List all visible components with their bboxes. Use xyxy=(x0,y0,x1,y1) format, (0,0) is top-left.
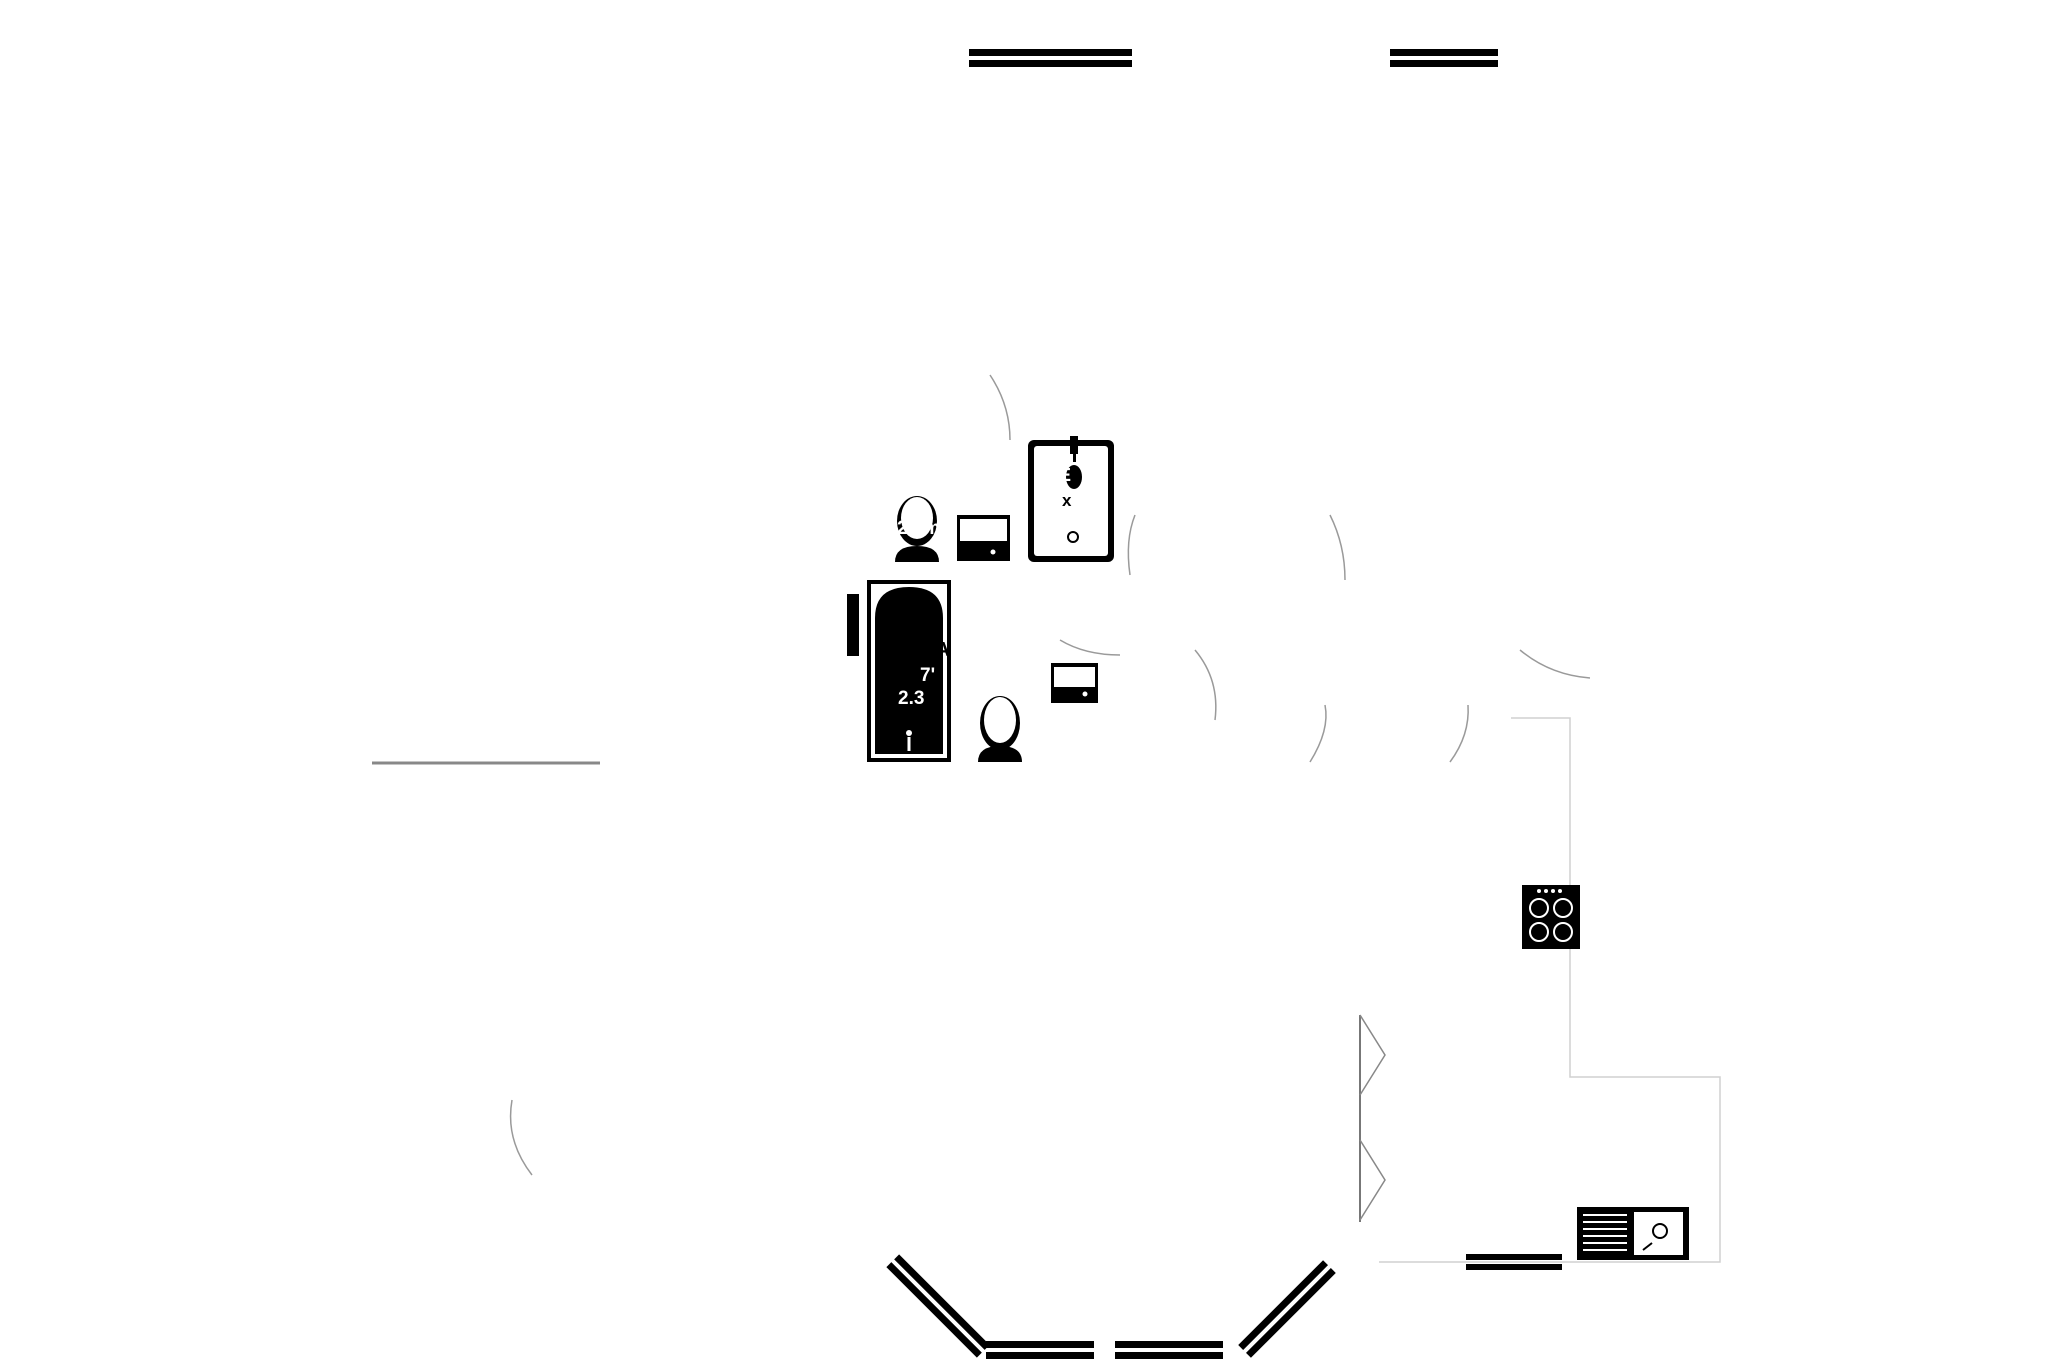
door-swings xyxy=(509,374,1591,1176)
room-label-ensuite: E xyxy=(1059,465,1071,485)
kitchen-folding-door-2 xyxy=(1359,1139,1386,1221)
door-arc-bedroom-d xyxy=(1519,649,1591,679)
window-top-left xyxy=(969,49,1132,67)
hob-burner xyxy=(1553,898,1573,918)
room-labels: BA 7' 2.3 E x 2.4m x 2.3 xyxy=(897,465,1072,709)
door-arc-bedroom-c xyxy=(1449,704,1469,763)
kitchen-worktop-outline xyxy=(1379,717,1721,1263)
door-arc-landing-left xyxy=(1127,514,1136,576)
door-arc-bedroom-a xyxy=(1194,649,1217,721)
door-arc-bath-entry xyxy=(1059,639,1121,656)
window-bay-centre-left xyxy=(986,1341,1094,1359)
interior-lines xyxy=(372,717,1721,1263)
toilet-ensuite xyxy=(895,496,939,562)
window-bath-side xyxy=(847,594,859,656)
window-bay-centre-right xyxy=(1115,1341,1223,1359)
toilet-bathroom xyxy=(978,696,1022,762)
hob-burner xyxy=(1529,922,1549,942)
hob-burner xyxy=(1529,898,1549,918)
bath-tub xyxy=(867,580,951,762)
shower-tray xyxy=(1028,436,1114,562)
window-top-right xyxy=(1390,49,1498,67)
windows xyxy=(847,49,1562,1359)
window-bay-left-diagonal xyxy=(886,1254,990,1358)
room-dimension-bathroom-feet: 7' xyxy=(920,665,935,686)
room-dimension-ensuite-metric: 2.4m x 2.3 xyxy=(897,518,988,539)
room-label-bathroom: BA xyxy=(921,639,950,661)
basin-bathroom xyxy=(1051,663,1098,703)
hob xyxy=(1522,885,1580,949)
door-arc-ensuite xyxy=(989,374,1011,441)
window-kitchen-bottom xyxy=(1466,1254,1562,1270)
room-dimension-ensuite-feet: x xyxy=(1062,491,1072,510)
room-dimension-bathroom-metric: 2.3 xyxy=(898,688,924,709)
window-bay-right-diagonal xyxy=(1238,1260,1336,1358)
door-arc-landing-right xyxy=(1329,514,1346,581)
door-arc-lounge xyxy=(509,1099,533,1176)
kitchen-folding-door xyxy=(1359,1014,1386,1096)
basin-ensuite xyxy=(957,515,1010,561)
kitchen-sink xyxy=(1577,1207,1689,1260)
hob-burner xyxy=(1553,922,1573,942)
door-arc-bedroom-b xyxy=(1309,704,1327,763)
